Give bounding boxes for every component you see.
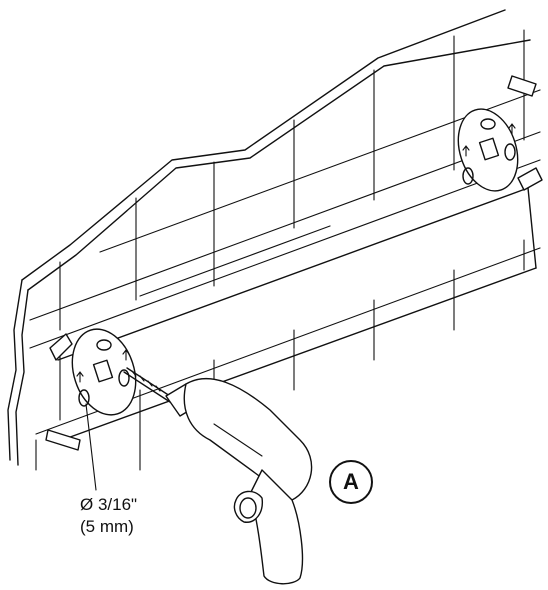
tape-strip-icon (45, 75, 543, 451)
step-label: A (343, 469, 359, 494)
leader-line (85, 403, 97, 491)
hole-diameter-inches: Ø 3/16" (80, 495, 138, 514)
power-drill-icon (123, 367, 313, 585)
mounting-plate-left (71, 328, 137, 416)
hole-diameter-mm: (5 mm) (80, 517, 134, 536)
mounting-band (57, 187, 537, 441)
step-badge: A (329, 460, 373, 504)
mounting-plate-right (457, 108, 519, 192)
tiled-wall-icon (7, 9, 541, 471)
